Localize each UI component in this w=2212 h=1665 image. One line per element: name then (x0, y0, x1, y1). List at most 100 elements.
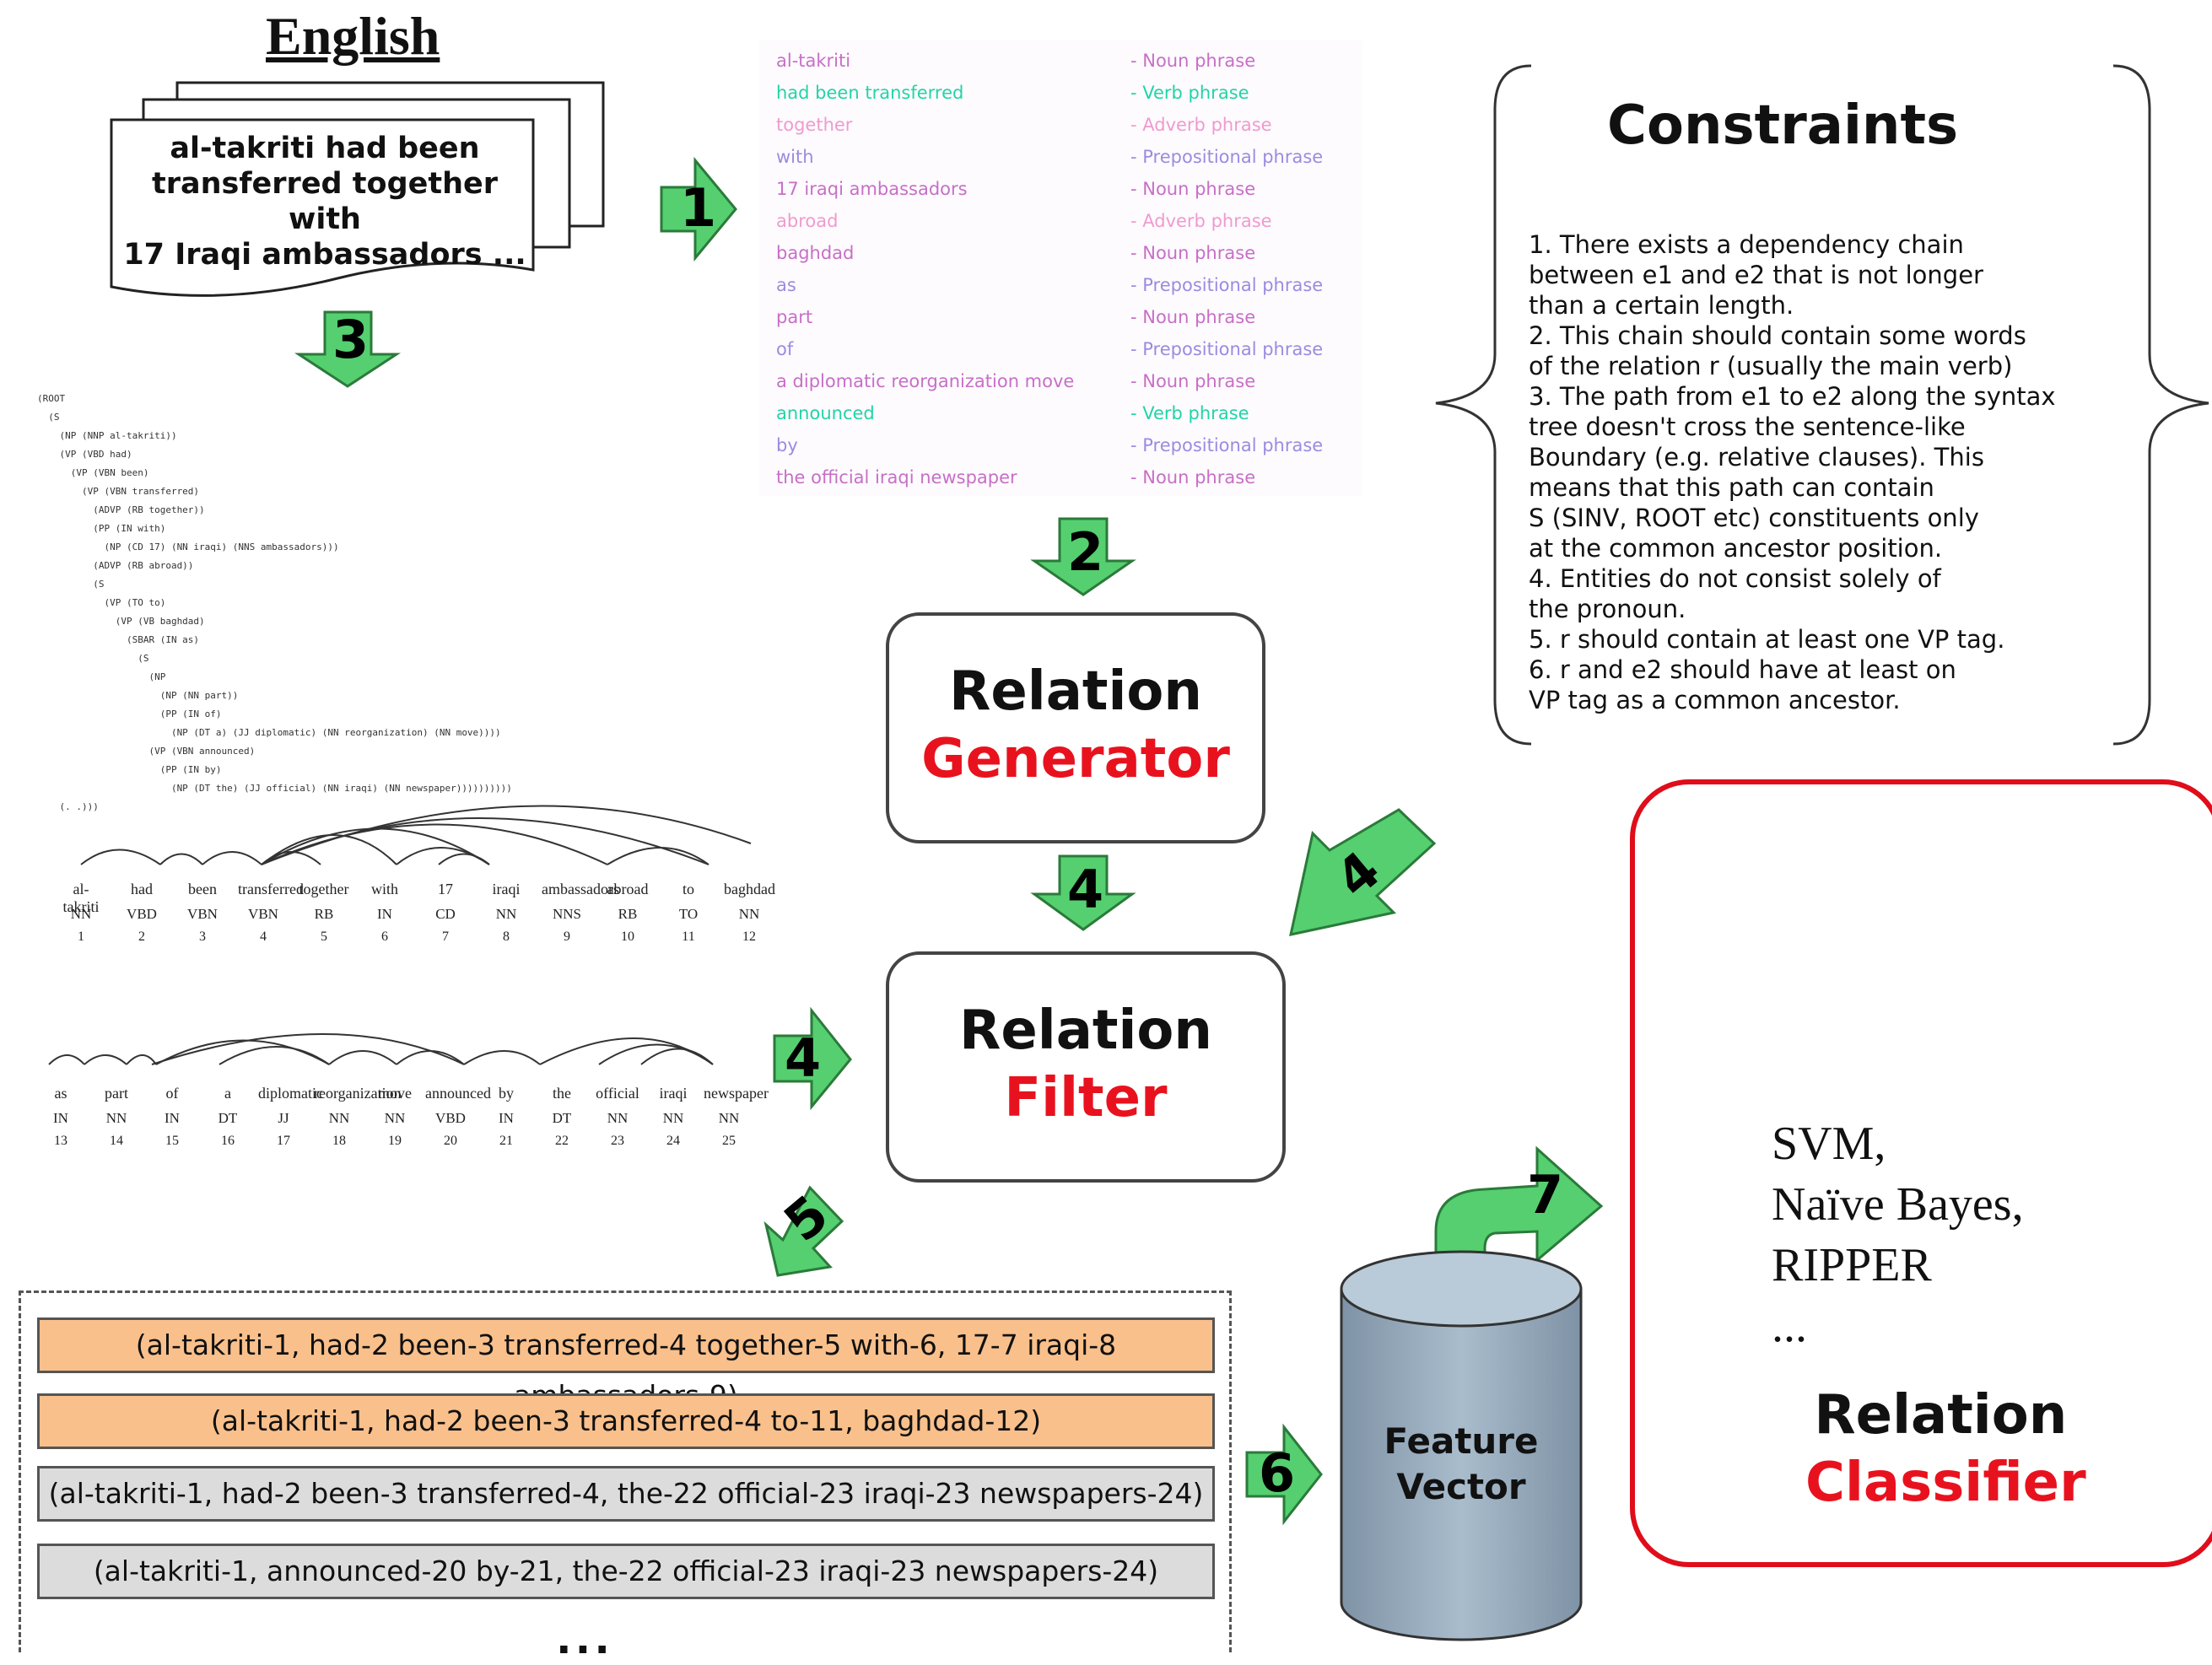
dep-index: 25 (722, 1134, 736, 1148)
step-3-label: 3 (332, 309, 370, 370)
dep-index: 18 (332, 1134, 346, 1148)
chunk-word: together (776, 115, 853, 135)
dep-pos-tag: NN (70, 906, 92, 922)
step-2-label: 2 (1067, 521, 1104, 583)
constraint-line: 5. r should contain at least one VP tag. (1529, 625, 2005, 654)
dep-token: al-takriti (62, 881, 100, 915)
dep-pos-tag: VBN (248, 906, 278, 922)
parse-tree-line: (VP (VBN transferred) (37, 486, 200, 497)
parse-tree-line: (NP (DT the) (JJ official) (NN iraqi) (N… (37, 783, 512, 794)
dep-pos-tag: NN (607, 1110, 629, 1126)
chunk-word: abroad (776, 211, 839, 231)
constraint-line: of the relation r (usually the main verb… (1529, 352, 2013, 380)
constraint-line: between e1 and e2 that is not longer (1529, 261, 1983, 289)
chunk-row: 17 iraqi ambassadors- Noun phrase (776, 179, 1367, 211)
constraint-line: 1. There exists a dependency chain (1529, 230, 1964, 259)
dep-index: 5 (321, 929, 327, 944)
dep-token: the (553, 1085, 571, 1102)
dep-token: reorganization (314, 1085, 402, 1102)
document-line: al-takriti had been (170, 132, 480, 165)
chunk-tag: - Prepositional phrase (1130, 147, 1324, 167)
parse-tree-line: (SBAR (IN as) (37, 634, 200, 645)
dep-token: baghdad (724, 881, 775, 897)
dep-index: 3 (199, 929, 206, 944)
dep-index: 10 (621, 929, 634, 944)
parse-tree-line: (ADVP (RB abroad)) (37, 560, 194, 571)
chunk-word: part (776, 307, 813, 327)
chunk-row: had been transferred- Verb phrase (776, 83, 1367, 115)
dependency-arcs-2 (48, 1033, 714, 1065)
dep-pos-tag: VBN (187, 906, 218, 922)
dep-token: of (165, 1085, 179, 1102)
dep-pos-tag: DT (218, 1110, 238, 1126)
dep-index: 15 (165, 1134, 179, 1148)
parse-tree-line: (S (37, 579, 105, 590)
parse-tree-line: (NP (CD 17) (NN iraqi) (NNS ambassadors)… (37, 542, 339, 552)
dep-index: 21 (499, 1134, 513, 1148)
relation-classifier-box (1630, 779, 2212, 1567)
dep-token: move (378, 1085, 412, 1102)
dep-token: newspaper (704, 1085, 769, 1102)
chunk-row: part- Noun phrase (776, 307, 1367, 339)
dep-pos-tag: NNS (552, 906, 581, 922)
dep-token: ambassadors (542, 881, 619, 897)
parse-tree-line: (S (37, 412, 60, 423)
chunk-tag: - Verb phrase (1130, 83, 1249, 103)
dep-token: had (131, 881, 153, 897)
chunk-row: of- Prepositional phrase (776, 339, 1367, 371)
dep-token: 17 (438, 881, 453, 897)
parse-tree-line: (ADVP (RB together)) (37, 504, 205, 515)
dep-pos-tag: NN (718, 1110, 740, 1126)
chunk-tag: - Adverb phrase (1130, 211, 1272, 231)
constraint-line: tree doesn't cross the sentence-like (1529, 412, 1966, 441)
step-4-arrow-right (773, 1006, 852, 1111)
dep-pos-tag: RB (314, 906, 334, 922)
dep-index: 2 (138, 929, 145, 944)
classifier-line1: Relation (1814, 1384, 2068, 1447)
dep-pos-tag: NN (384, 1110, 406, 1126)
chunk-tag: - Prepositional phrase (1130, 275, 1324, 295)
dep-pos-tag: IN (165, 1110, 180, 1126)
feature-vector-line2: Vector (1396, 1466, 1526, 1507)
dep-pos-tag: VBD (127, 906, 157, 922)
chunk-tag: - Prepositional phrase (1130, 435, 1324, 455)
chunk-row: announced- Verb phrase (776, 403, 1367, 435)
constraint-line: at the common ancestor position. (1529, 534, 1943, 563)
dep-pos-tag: NN (105, 1110, 127, 1126)
chunk-row: the official iraqi newspaper- Noun phras… (776, 467, 1367, 499)
relation-generator-box: Relation Generator (886, 612, 1265, 843)
filter-line2: Filter (1004, 1067, 1168, 1129)
chunk-row: with- Prepositional phrase (776, 147, 1367, 179)
dep-pos-tag: IN (53, 1110, 68, 1126)
dep-index: 4 (260, 929, 267, 944)
dep-token: part (105, 1085, 128, 1102)
parse-tree-line: (ROOT (37, 393, 66, 404)
parse-tree-line: (NP (DT a) (JJ diplomatic) (NN reorganiz… (37, 727, 501, 738)
step-2-arrow (1030, 517, 1136, 596)
relation-instances-area (19, 1291, 1232, 1652)
chunk-tag: - Verb phrase (1130, 403, 1249, 423)
constraint-line: 3. The path from e1 to e2 along the synt… (1529, 382, 2056, 411)
feature-vector-label: Feature Vector (1368, 1419, 1554, 1510)
dep-token: as (54, 1085, 67, 1102)
relation-instance: (al-takriti-1, had-2 been-3 transferred-… (37, 1466, 1215, 1522)
chunk-row: together- Adverb phrase (776, 115, 1367, 147)
dep-pos-tag: IN (499, 1110, 514, 1126)
feature-vector-line1: Feature (1384, 1420, 1539, 1462)
constraint-line: means that this path can contain (1529, 473, 1934, 502)
dep-pos-tag: IN (377, 906, 392, 922)
step-5-arrow (763, 1185, 844, 1277)
dep-token: a (224, 1085, 231, 1102)
chunk-word: baghdad (776, 243, 855, 263)
generator-line1: Relation (949, 660, 1202, 723)
step-7-label: 7 (1527, 1164, 1564, 1226)
dep-token: been (188, 881, 217, 897)
dep-pos-tag: NN (328, 1110, 350, 1126)
chunk-tag: - Noun phrase (1130, 371, 1256, 391)
step-4-label-right: 4 (785, 1027, 822, 1089)
chunk-word: the official iraqi newspaper (776, 467, 1017, 488)
parse-tree-line: (VP (VBD had) (37, 449, 132, 460)
dep-index: 23 (611, 1134, 624, 1148)
parse-tree-line: (PP (IN of) (37, 709, 222, 719)
